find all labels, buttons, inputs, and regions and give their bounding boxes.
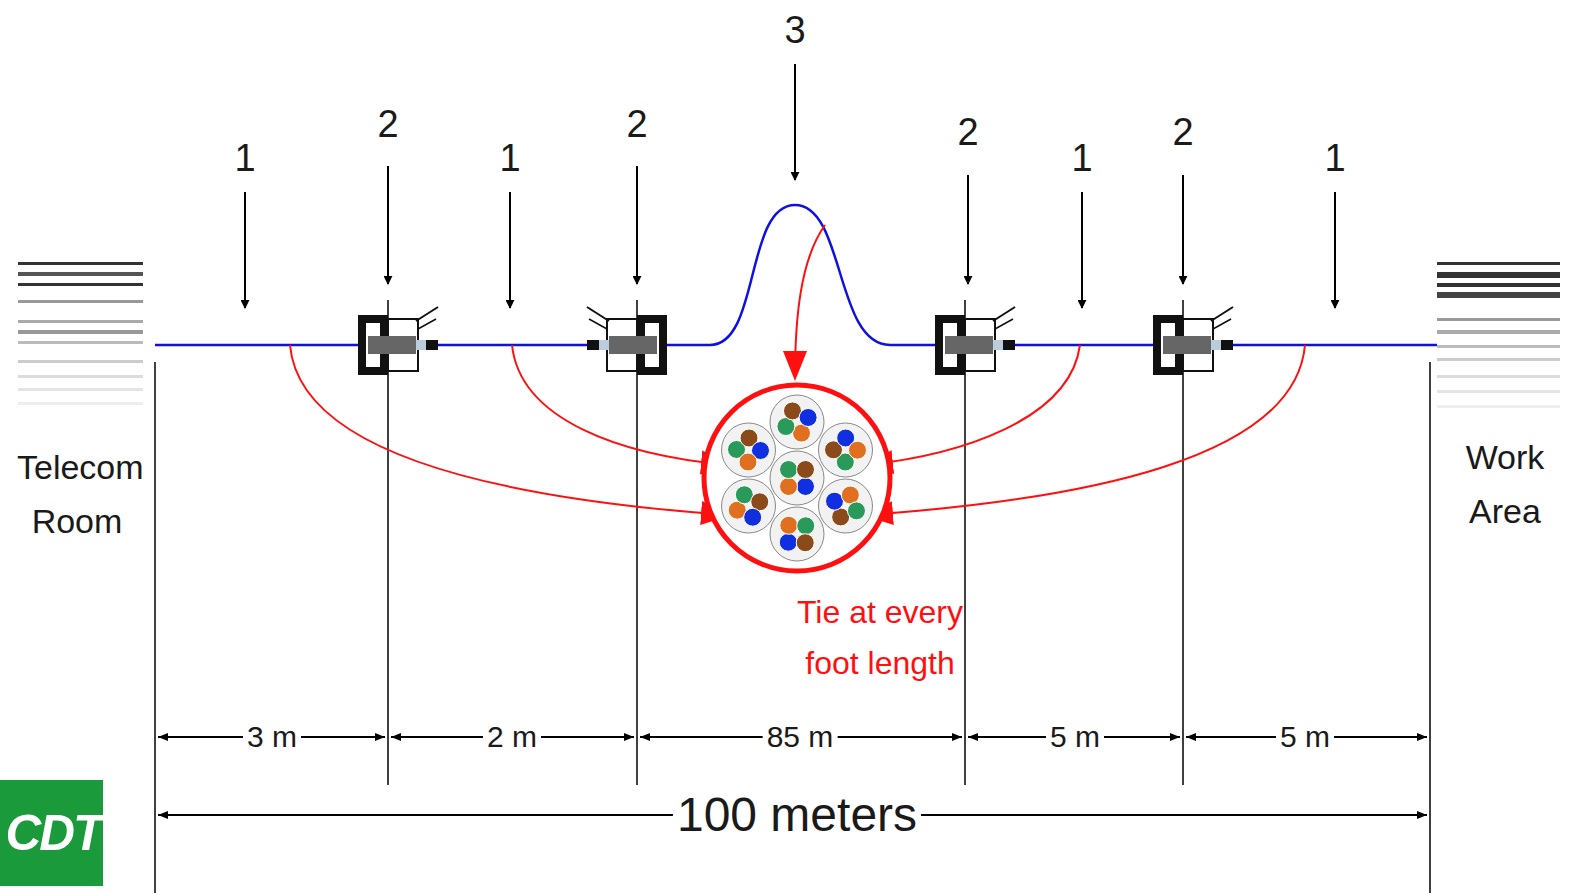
rj45-connector — [935, 307, 1015, 375]
callout-number: 1 — [1071, 139, 1092, 177]
room-label: Telecom Room — [17, 440, 137, 549]
dimension-label: 3 m — [243, 722, 301, 752]
connectors — [358, 307, 1233, 375]
total-length-label: 100 meters — [673, 791, 921, 839]
tie-note: Tie at every foot length — [795, 587, 965, 689]
reference-lines — [155, 300, 1430, 893]
cable-bundle — [704, 385, 890, 571]
telecom-room-rack — [18, 262, 143, 405]
callout-arrows — [245, 64, 1335, 308]
dimension-label: 85 m — [763, 722, 838, 752]
tie-leaders — [290, 225, 1305, 515]
callout-number: 2 — [1172, 113, 1193, 151]
logo-text: CDT — [6, 808, 102, 857]
callout-number: 2 — [377, 105, 398, 143]
dimension-label: 2 m — [483, 722, 541, 752]
callout-number: 1 — [234, 139, 255, 177]
callout-number: 1 — [499, 139, 520, 177]
work-area-rack — [1437, 262, 1560, 408]
bundle-pairs — [722, 395, 873, 561]
room-label: Work Area — [1445, 430, 1565, 539]
rj45-connector — [358, 307, 438, 375]
callout-number: 2 — [626, 105, 647, 143]
rj45-connector — [1153, 307, 1233, 375]
callout-number: 1 — [1324, 139, 1345, 177]
rj45-connector — [587, 307, 667, 375]
dimension-label: 5 m — [1276, 722, 1334, 752]
logo-box — [0, 780, 103, 886]
dimension-label: 5 m — [1046, 722, 1104, 752]
callout-number: 2 — [957, 113, 978, 151]
callout-number: 3 — [784, 11, 805, 49]
